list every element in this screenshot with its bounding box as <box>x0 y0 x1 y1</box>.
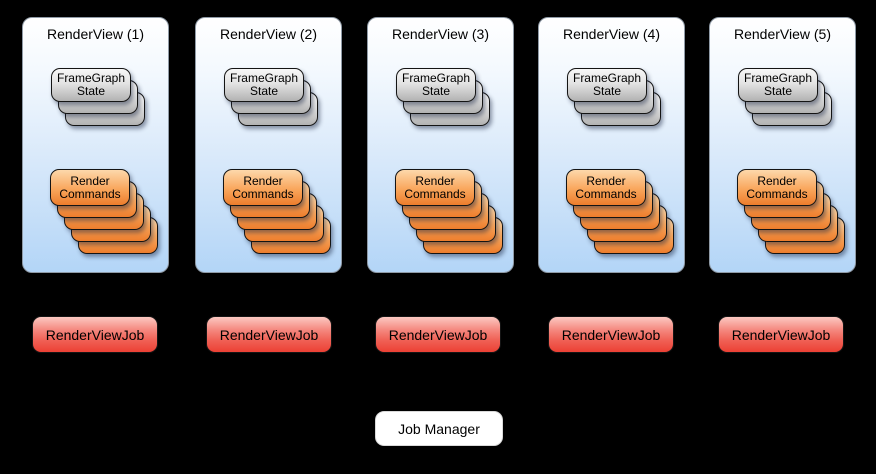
render-commands-card: Render Commands <box>566 169 646 206</box>
render-commands-card: Render Commands <box>223 169 303 206</box>
renderviewjob-box-1: RenderViewJob <box>32 316 158 353</box>
framegraph-state-card: FrameGraph State <box>738 68 818 102</box>
render-commands-card: Render Commands <box>395 169 475 206</box>
renderviewjob-box-5: RenderViewJob <box>718 316 844 353</box>
renderview-panel-5: RenderView (5) FrameGraph State Render C… <box>709 17 856 273</box>
renderviewjob-box-3: RenderViewJob <box>375 316 501 353</box>
renderview-panel-3: RenderView (3) FrameGraph State Render C… <box>367 17 514 273</box>
framegraph-state-card: FrameGraph State <box>567 68 647 102</box>
renderviewjob-box-2: RenderViewJob <box>206 316 332 353</box>
renderview-panel-2: RenderView (2) FrameGraph State Render C… <box>195 17 342 273</box>
framegraph-state-card: FrameGraph State <box>396 68 476 102</box>
render-commands-stack: Render Commands <box>223 169 333 256</box>
framegraph-state-card: FrameGraph State <box>224 68 304 102</box>
framegraph-state-stack: FrameGraph State <box>738 68 834 128</box>
framegraph-state-stack: FrameGraph State <box>51 68 147 128</box>
render-commands-stack: Render Commands <box>737 169 847 256</box>
job-manager-box: Job Manager <box>375 411 503 446</box>
renderviewjob-box-4: RenderViewJob <box>548 316 674 353</box>
render-commands-stack: Render Commands <box>566 169 676 256</box>
render-commands-stack: Render Commands <box>395 169 505 256</box>
panel-title: RenderView (1) <box>46 26 144 42</box>
renderview-panel-1: RenderView (1) FrameGraph State Render C… <box>22 17 169 273</box>
render-commands-stack: Render Commands <box>50 169 160 256</box>
panel-title: RenderView (4) <box>562 26 660 42</box>
framegraph-state-stack: FrameGraph State <box>567 68 663 128</box>
panel-title: RenderView (2) <box>219 26 317 42</box>
renderview-panel-4: RenderView (4) FrameGraph State Render C… <box>538 17 685 273</box>
framegraph-state-card: FrameGraph State <box>51 68 131 102</box>
render-commands-card: Render Commands <box>737 169 817 206</box>
framegraph-state-stack: FrameGraph State <box>224 68 320 128</box>
render-commands-card: Render Commands <box>50 169 130 206</box>
framegraph-state-stack: FrameGraph State <box>396 68 492 128</box>
panel-title: RenderView (3) <box>391 26 489 42</box>
panel-title: RenderView (5) <box>733 26 831 42</box>
